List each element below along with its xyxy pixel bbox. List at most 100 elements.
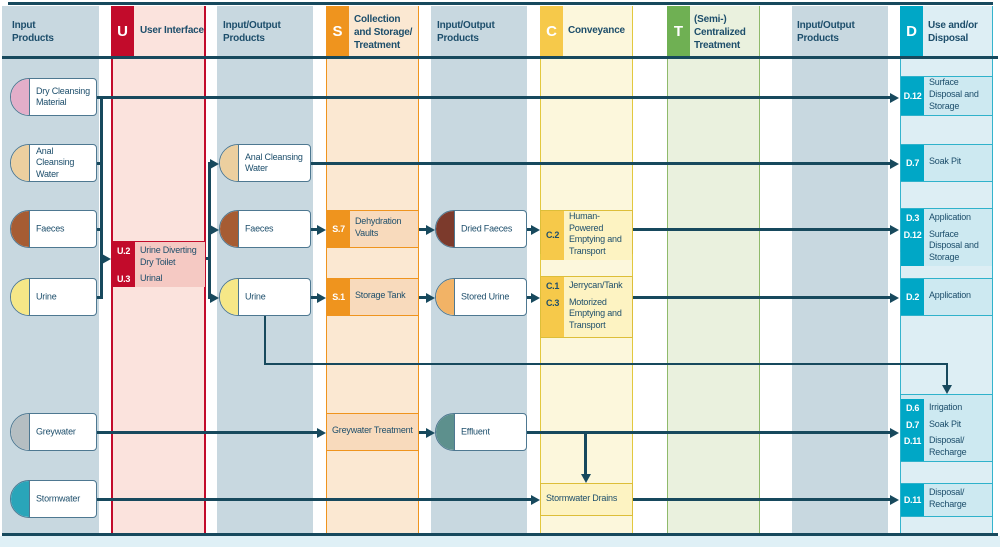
process-row: D.2 Application bbox=[901, 279, 992, 315]
process-label: Application bbox=[924, 279, 992, 315]
process-row: D.11 Disposal/ Recharge bbox=[901, 484, 992, 516]
header-badge-user-interface: U bbox=[111, 6, 134, 56]
process-label: Motorized Emptying and Transport bbox=[564, 293, 632, 337]
flow-line-input-trunk bbox=[100, 96, 103, 299]
io-products-column-3 bbox=[431, 6, 527, 533]
process-code-badge: S.7 bbox=[327, 211, 350, 247]
process-label: Surface Disposal and Storage bbox=[924, 77, 992, 115]
flow-stub-acw bbox=[97, 162, 103, 165]
header-title-centralized-treatment: (Semi-) Centralized Treatment bbox=[694, 14, 746, 51]
header-title-io-products-4: Input/Output Products bbox=[797, 20, 855, 44]
arrowhead-into-d6 bbox=[890, 428, 899, 438]
process-label: Disposal/ Recharge bbox=[924, 484, 992, 516]
product-label: Greywater bbox=[36, 426, 76, 437]
process-urine-diverting-dry-toilet: U.2 Urine Diverting Dry Toilet U.3 Urina… bbox=[111, 241, 206, 288]
process-label: Stormwater Drains bbox=[541, 484, 632, 515]
flow-line-urine-bypass-drop bbox=[946, 363, 948, 386]
arrowhead-into-d2 bbox=[890, 293, 899, 303]
product-dry-cleansing-material: Dry Cleansing Material bbox=[10, 78, 97, 116]
flow-line-dcm-to-surface-disposal bbox=[97, 96, 890, 99]
product-anal-cleansing-water: Anal Cleansing Water bbox=[10, 144, 97, 182]
flow-line-output-trunk bbox=[208, 162, 211, 299]
process-code-badge: D.11 bbox=[901, 484, 924, 516]
arrowhead-into-d12 bbox=[890, 93, 899, 103]
io-products-column-4 bbox=[792, 6, 888, 533]
arrowhead-into-c2 bbox=[531, 225, 540, 235]
product-anal-cleansing-water-2: Anal Cleansing Water bbox=[219, 144, 311, 182]
flow-line-effluent-branch bbox=[584, 431, 587, 475]
flow-line-urine-to-s1 bbox=[311, 296, 318, 299]
process-label: Surface Disposal and Storage bbox=[924, 225, 992, 266]
disposal-irrigation-soakpit-recharge: D.6 Irrigation D.7 Soak Pit D.11 Disposa… bbox=[900, 394, 993, 462]
header-title-io-products-2: Input/Output Products bbox=[223, 20, 281, 44]
process-row: C.1 Jerrycan/Tank bbox=[541, 277, 632, 294]
process-row: D.11 Disposal/ Recharge bbox=[901, 432, 992, 461]
process-row: U.2 Urine Diverting Dry Toilet bbox=[112, 242, 205, 271]
flow-line-faeces-to-s7 bbox=[311, 228, 318, 231]
arrowhead-into-urine2 bbox=[210, 293, 219, 303]
flow-line-s7-to-dried-faeces bbox=[419, 228, 427, 231]
process-row: D.12 Surface Disposal and Storage bbox=[901, 77, 992, 115]
product-greywater: Greywater bbox=[10, 413, 97, 451]
flow-line-into-user-interface bbox=[100, 257, 103, 260]
arrowhead-into-acw2 bbox=[210, 159, 219, 169]
process-stormwater-drains: Stormwater Drains bbox=[540, 483, 633, 516]
product-label: Anal Cleansing Water bbox=[36, 146, 75, 179]
flow-line-drains-to-d11 bbox=[633, 498, 890, 501]
flow-line-dried-faeces-to-c2 bbox=[527, 228, 532, 231]
process-row: D.12 Surface Disposal and Storage bbox=[901, 225, 992, 266]
process-jerrycan-motorized: C.1 Jerrycan/Tank C.3 Motorized Emptying… bbox=[540, 276, 633, 338]
flow-line-stormwater-to-drains bbox=[97, 498, 531, 501]
disposal-application-surface: D.3 Application D.12 Surface Disposal an… bbox=[900, 208, 993, 266]
product-color-cap bbox=[220, 211, 239, 247]
product-faeces-2: Faeces bbox=[219, 210, 311, 248]
flow-line-urine-bypass-down bbox=[264, 316, 266, 364]
process-row: C.3 Motorized Emptying and Transport bbox=[541, 293, 632, 337]
flow-line-c2-to-d3 bbox=[633, 228, 890, 231]
process-code-badge: U.3 bbox=[112, 270, 135, 288]
product-label: Dry Cleansing Material bbox=[36, 85, 90, 107]
process-label: Soak Pit bbox=[924, 145, 992, 181]
arrowhead-into-c1 bbox=[531, 293, 540, 303]
product-urine: Urine bbox=[10, 278, 97, 316]
product-color-cap bbox=[11, 481, 30, 517]
flow-line-treatment-to-effluent bbox=[419, 431, 427, 434]
arrowhead-into-stormwater-drains bbox=[531, 495, 540, 505]
process-human-powered-emptying: C.2 Human-Powered Emptying and Transport bbox=[540, 210, 633, 260]
process-code-badge: D.12 bbox=[901, 225, 924, 266]
flow-line-urine-bypass-across bbox=[264, 363, 948, 365]
process-code-badge: D.7 bbox=[901, 145, 924, 181]
process-label: Human-Powered Emptying and Transport bbox=[564, 211, 632, 260]
product-color-cap bbox=[11, 414, 30, 450]
product-effluent: Effluent bbox=[435, 413, 527, 451]
bottom-border-rule bbox=[2, 533, 998, 536]
centralized-treatment-column bbox=[667, 6, 760, 533]
header-badge-use-disposal: D bbox=[900, 6, 923, 56]
process-label: Irrigation bbox=[924, 399, 992, 416]
product-color-cap bbox=[220, 145, 239, 181]
process-greywater-treatment: Greywater Treatment bbox=[326, 413, 419, 451]
process-code-badge: D.3 bbox=[901, 209, 924, 226]
product-label: Anal Cleansing Water bbox=[245, 151, 303, 173]
header-title-io-products-3: Input/Output Products bbox=[437, 20, 495, 44]
product-color-cap bbox=[11, 279, 30, 315]
arrowhead-into-faeces2 bbox=[210, 225, 219, 235]
process-code-badge: C.3 bbox=[541, 293, 564, 337]
product-faeces: Faeces bbox=[10, 210, 97, 248]
process-label: Soak Pit bbox=[924, 415, 992, 433]
process-code-badge: D.11 bbox=[901, 432, 924, 461]
product-color-cap bbox=[11, 79, 30, 115]
flow-line-acw-to-soakpit bbox=[311, 162, 890, 165]
flow-line-greywater-to-treatment bbox=[97, 431, 317, 434]
header-badge-centralized-treatment: T bbox=[667, 6, 690, 56]
disposal-recharge: D.11 Disposal/ Recharge bbox=[900, 483, 993, 517]
process-dehydration-vaults: S.7 Dehydration Vaults bbox=[326, 210, 419, 248]
process-label: Jerrycan/Tank bbox=[564, 277, 632, 294]
process-code-badge: D.12 bbox=[901, 77, 924, 115]
product-label: Dried Faeces bbox=[461, 223, 513, 234]
header-badge-conveyance: C bbox=[540, 6, 563, 56]
product-color-cap bbox=[436, 279, 455, 315]
header-title-conveyance: Conveyance bbox=[568, 25, 625, 36]
flow-stub-urine bbox=[97, 296, 103, 299]
